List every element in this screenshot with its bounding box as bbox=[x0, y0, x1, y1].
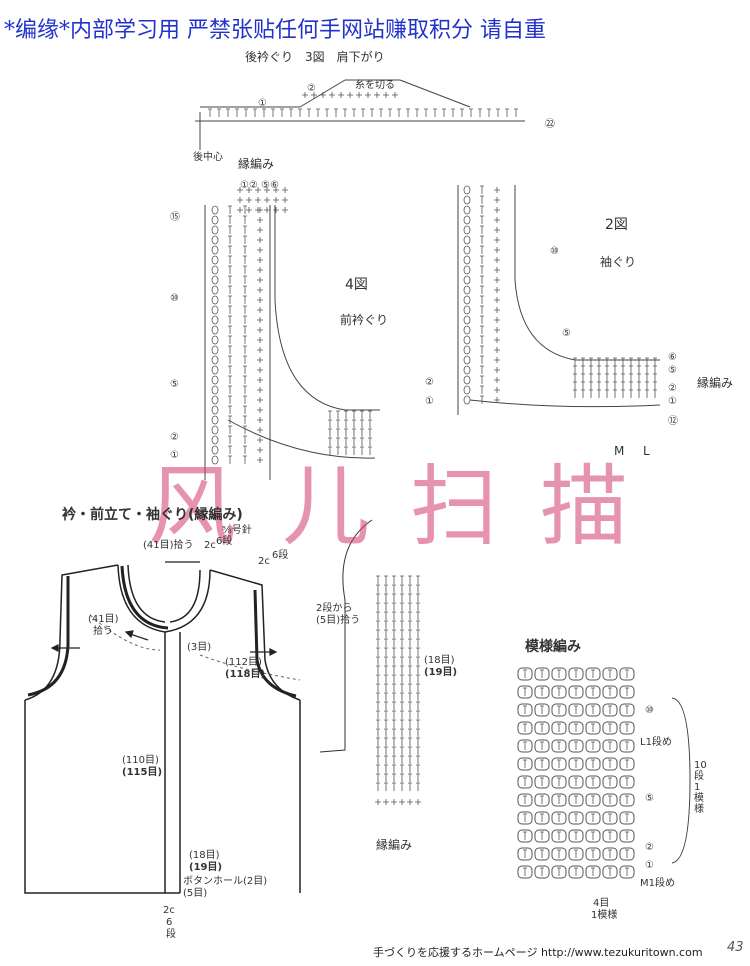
watermark-char: 儿 bbox=[282, 455, 371, 558]
front-count-b: (115目) bbox=[122, 767, 163, 778]
band-pick-note: 2段から bbox=[316, 603, 353, 614]
pattern-title: 模様編み bbox=[525, 639, 581, 655]
back-neckline-chart bbox=[195, 79, 525, 150]
pattern-bottom-b: 1模様 bbox=[591, 910, 618, 921]
pattern-row-label: ⑤ bbox=[645, 793, 654, 804]
hem-count-a: (18目) bbox=[189, 850, 220, 861]
d4-row-label: ⑮ bbox=[170, 212, 180, 223]
band-side-rows: 6段 bbox=[272, 550, 289, 561]
hem-count-c: (5目) bbox=[183, 888, 208, 899]
page-number: 43 bbox=[727, 940, 744, 955]
band-label: 縁編み bbox=[376, 838, 413, 852]
shoulder-note: ⅝号針 bbox=[222, 525, 252, 536]
d4-row-label: ② bbox=[170, 432, 179, 443]
d2-marker-m: M bbox=[614, 444, 625, 458]
d2-row-label-right: ⑤ bbox=[668, 365, 677, 376]
pattern-bracket bbox=[671, 697, 691, 864]
armhole-count-a: (112目) bbox=[225, 657, 262, 668]
d2-row-label: ⑤ bbox=[562, 328, 571, 339]
d4-title: 4図 bbox=[345, 277, 368, 293]
watermark-char: 扫 bbox=[410, 455, 499, 558]
footer-text: 手づくりを応援するホームページ http://www.tezukuritown.… bbox=[373, 946, 703, 959]
d4-row-label: ⑤ bbox=[170, 379, 179, 390]
d4-border-rows: ①② ⑤⑥ bbox=[240, 180, 280, 191]
schematic-pick-top: (41目)拾う bbox=[143, 540, 194, 551]
schematic-pick-left2: 拾う bbox=[93, 626, 113, 637]
d4-row-label: ⑩ bbox=[170, 293, 179, 304]
d2-row-label-right: ① bbox=[668, 396, 677, 407]
schematic-pick-left: (41目) bbox=[88, 614, 119, 625]
vest-schematic bbox=[24, 564, 301, 894]
d2-row-label-right: ⑫ bbox=[668, 416, 678, 427]
band-bottom-rows2: 段 bbox=[166, 929, 176, 940]
center-back-note: 後中心 bbox=[193, 152, 223, 163]
d3-row-label: ① bbox=[258, 98, 267, 109]
d2-subtitle: 袖ぐり bbox=[600, 255, 637, 269]
armhole-stitches bbox=[463, 185, 657, 405]
d2-row-label: ① bbox=[425, 396, 434, 407]
pattern-row-label: ② bbox=[645, 842, 654, 853]
band-side-width: 2c bbox=[258, 556, 270, 567]
vest-band-lines bbox=[27, 565, 297, 698]
band-stitches bbox=[375, 575, 421, 805]
banner-text: *编缘*内部学习用 严禁张贴任何手网站赚取积分 请自重 bbox=[4, 18, 546, 43]
band-bottom-rows: 6 bbox=[166, 917, 173, 928]
buttonhole-note: ボタンホール(2目) bbox=[183, 876, 268, 887]
band-top-width: 2c bbox=[204, 540, 216, 551]
d3-row-label: ② bbox=[307, 83, 316, 94]
band-pick-note2: (5目)拾う bbox=[316, 615, 361, 626]
schematic-title: 衿・前立て・袖ぐり(縁編み) bbox=[62, 507, 243, 523]
pattern-repeat-note: 10段1模様 bbox=[694, 760, 707, 815]
band-bottom-width: 2c bbox=[163, 905, 175, 916]
d2-title: 2図 bbox=[605, 217, 628, 233]
d2-row-label: ② bbox=[425, 377, 434, 388]
cut-thread-note: 糸を切る bbox=[355, 80, 395, 91]
pattern-row-label: ⑩ bbox=[645, 705, 654, 716]
d4-subtitle: 前衿ぐり bbox=[340, 313, 389, 327]
vest-dashed bbox=[89, 614, 301, 681]
d2-marker-l: L bbox=[643, 444, 650, 458]
d2-row-label-right: ⑥ bbox=[668, 352, 677, 363]
d2-row-label-right: ② bbox=[668, 383, 677, 394]
pattern-row-note: L1段め bbox=[640, 737, 672, 748]
pattern-bottom-a: 4目 bbox=[593, 898, 610, 909]
front-neckline-stitches bbox=[211, 187, 372, 465]
d4-row-label: ① bbox=[170, 450, 179, 461]
hem-count-b: (19目) bbox=[189, 862, 223, 873]
vest-arrows bbox=[50, 561, 278, 656]
band-connector bbox=[319, 519, 373, 753]
band-top-rows: 6段 bbox=[216, 536, 233, 547]
d2-row-label: ⑩ bbox=[550, 246, 559, 257]
back-neckline-stitches bbox=[208, 92, 518, 117]
band-count-b: (19目) bbox=[424, 667, 458, 678]
armhole-chart bbox=[457, 185, 661, 415]
watermark-char: 描 bbox=[540, 455, 629, 558]
band-count-a: (18目) bbox=[424, 655, 455, 666]
d4-border-label: 縁編み bbox=[238, 157, 275, 171]
back-neckline-title: 後衿ぐり 3図 肩下がり bbox=[245, 50, 385, 64]
front-count-a: (110目) bbox=[122, 755, 159, 766]
pattern-row-note: M1段め bbox=[640, 878, 675, 889]
d3-row-label: ㉒ bbox=[545, 119, 555, 130]
d2-border-label: 縁編み bbox=[697, 376, 734, 390]
front-neckline-chart bbox=[204, 205, 380, 480]
neck-stitches: (3目) bbox=[187, 642, 212, 653]
pattern-stitch-chart bbox=[517, 667, 635, 879]
pattern-row-label: ① bbox=[645, 860, 654, 871]
watermark-char: 风 bbox=[148, 455, 237, 558]
armhole-count-b: (118目) bbox=[225, 669, 266, 680]
